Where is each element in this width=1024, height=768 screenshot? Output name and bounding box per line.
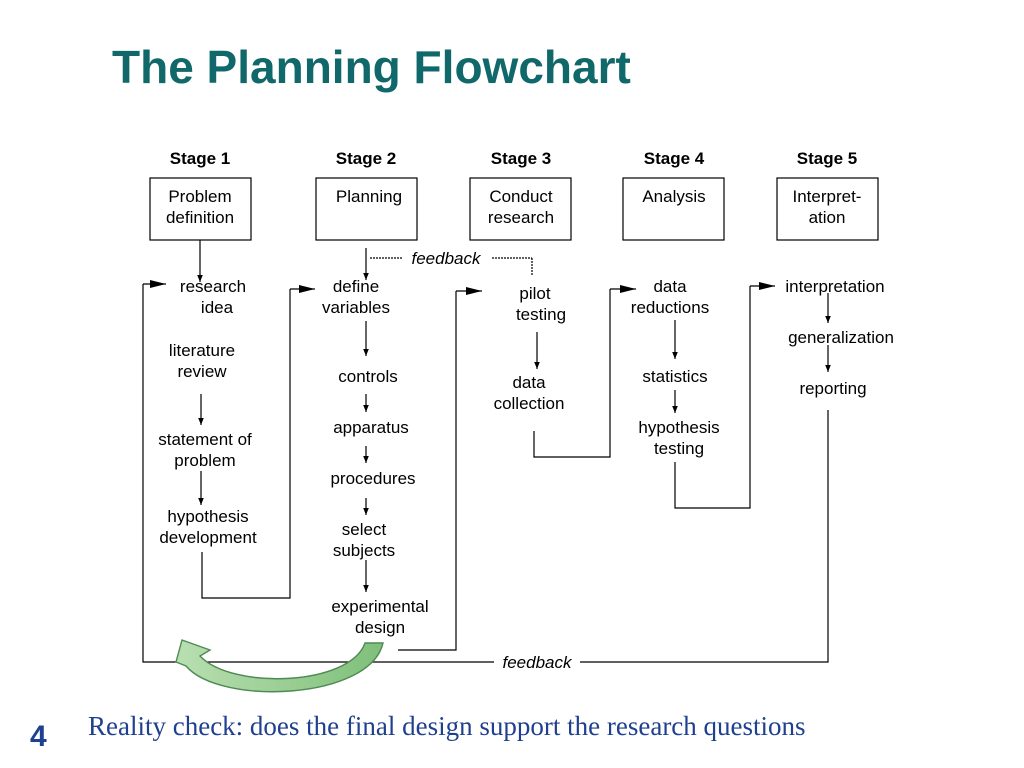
step-1-3: statement of problem (158, 430, 252, 470)
feedback-label-top: feedback (412, 249, 482, 268)
connector-stage4-to-stage5 (674, 286, 751, 509)
step-1-2-line: literature (169, 341, 235, 360)
connector-stage3-to-stage4 (533, 289, 611, 458)
step-1-1-line: research (180, 277, 246, 296)
stage-5-box-label-line: ation (809, 208, 846, 227)
stage-4-box-label-line: Analysis (642, 187, 705, 206)
step-4-1: data reductions (631, 277, 709, 317)
stage-1-box-label-line: definition (166, 208, 234, 227)
step-2-6-line: experimental (331, 597, 428, 616)
step-2-4: procedures (330, 469, 415, 488)
step-4-3-line: testing (654, 439, 704, 458)
stage-3-box-label-line: Conduct (489, 187, 553, 206)
stage-5-label: Stage 5 (797, 149, 857, 168)
step-3-1-line: pilot (519, 284, 550, 303)
step-4-1-line: data (653, 277, 687, 296)
step-5-3-line: reporting (799, 379, 866, 398)
step-2-1-line: variables (322, 298, 390, 317)
step-5-3: reporting (799, 379, 866, 398)
stage-3-label: Stage 3 (491, 149, 551, 168)
step-5-1: interpretation (785, 277, 884, 296)
stage-2-box-label-line: Planning (336, 187, 402, 206)
stage-4-label: Stage 4 (644, 149, 705, 168)
step-2-4-line: procedures (330, 469, 415, 488)
step-3-1: pilot testing (516, 284, 566, 324)
feedback-loop-left (142, 284, 494, 663)
feedback-label-bottom: feedback (503, 653, 573, 672)
step-2-3-line: apparatus (333, 418, 409, 437)
step-3-2-line: data (512, 373, 546, 392)
stage-5-box-label: Interpret-ation (793, 187, 862, 227)
step-1-2: literature review (169, 341, 235, 381)
stage-4-box-label: Analysis (642, 187, 705, 206)
stage-3-box-label-line: research (488, 208, 554, 227)
connector-stage2-to-stage3 (398, 291, 457, 651)
connector-stage1-to-stage2 (201, 289, 291, 599)
step-2-5-line: select (342, 520, 387, 539)
reality-check-caption: Reality check: does the final design sup… (88, 711, 806, 741)
step-4-2: statistics (642, 367, 707, 386)
stage-2-box-label: Planning (336, 187, 402, 206)
step-4-2-line: statistics (642, 367, 707, 386)
step-2-2-line: controls (338, 367, 398, 386)
page-title: The Planning Flowchart (112, 41, 631, 93)
stage-2-box (315, 177, 418, 241)
feedback-loop-right (580, 410, 829, 663)
step-2-5-line: subjects (333, 541, 395, 560)
stage-2-label: Stage 2 (336, 149, 396, 168)
step-2-6-line: design (355, 618, 405, 637)
step-2-1-line: define (333, 277, 379, 296)
planning-flowchart: Stage 1 Problem definition Stage 2 Planning S… (142, 149, 894, 693)
stage-1-label: Stage 1 (170, 149, 230, 168)
step-3-2-line: collection (494, 394, 565, 413)
step-3-2: data collection (494, 373, 565, 413)
page-number: 4 (30, 720, 47, 753)
step-5-2-line: generalization (788, 328, 894, 347)
step-2-6: experimental design (331, 597, 428, 637)
step-2-1: define variables (322, 277, 390, 317)
step-1-4-line: development (159, 528, 257, 547)
step-5-2: generalization (788, 328, 894, 347)
stage-4-box (622, 177, 725, 241)
step-3-1-line: testing (516, 305, 566, 324)
stage-1-box (149, 177, 252, 241)
stage-1-box-label: Problem definition (166, 187, 234, 227)
step-2-2: controls (338, 367, 398, 386)
step-2-3: apparatus (333, 418, 409, 437)
step-4-3: hypothesis testing (638, 418, 719, 458)
step-1-2-line: review (177, 362, 227, 381)
stage-3-box-label: Conduct research (488, 187, 554, 227)
step-5-1-line: interpretation (785, 277, 884, 296)
step-1-4-line: hypothesis (167, 507, 248, 526)
step-1-3-line: problem (174, 451, 235, 470)
reality-check-curved-arrow (175, 639, 384, 693)
stage-5-box (776, 177, 879, 241)
step-1-1-line: idea (201, 298, 234, 317)
stage-3-box (469, 177, 572, 241)
step-4-1-line: reductions (631, 298, 709, 317)
step-2-5: select subjects (333, 520, 395, 560)
step-4-3-line: hypothesis (638, 418, 719, 437)
step-1-1: research idea (180, 277, 246, 317)
step-1-4: hypothesis development (159, 507, 257, 547)
stage-5-box-label-line: Interpret- (793, 187, 862, 206)
stage-1-box-label-line: Problem (168, 187, 231, 206)
step-1-3-line: statement of (158, 430, 252, 449)
